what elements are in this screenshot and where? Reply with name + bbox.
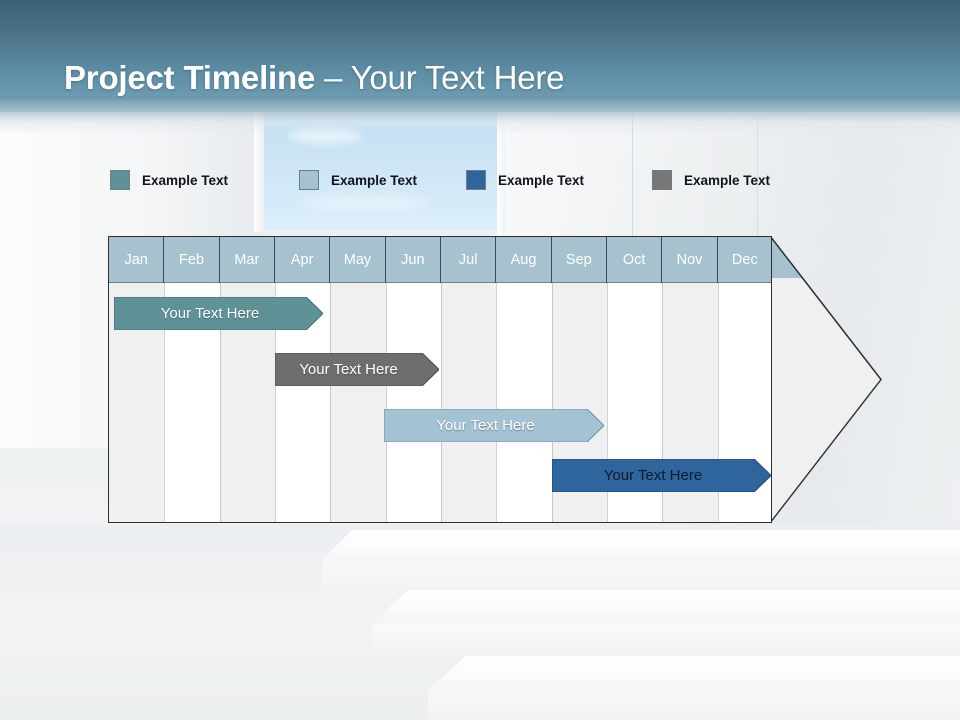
background-stair-riser (428, 690, 960, 720)
legend-item-label: Example Text (142, 172, 229, 188)
legend-item[interactable]: Example Text (466, 170, 584, 190)
month-header-cell-sep[interactable]: Sep (552, 237, 607, 283)
page-title: Project Timeline – Your Text Here (64, 58, 564, 98)
month-header-divider (109, 282, 771, 284)
legend-item[interactable]: Example Text (299, 170, 417, 190)
legend-color-swatch (652, 170, 672, 190)
legend-color-swatch (110, 170, 130, 190)
month-header-cell-dec[interactable]: Dec (718, 237, 771, 283)
task-bar-label: Your Text Here (436, 417, 535, 434)
month-column (219, 237, 275, 522)
column-separator (219, 237, 221, 522)
legend-item-label: Example Text (331, 172, 418, 188)
task-bar-label: Your Text Here (160, 305, 260, 322)
column-separator (164, 237, 166, 522)
background-stair-tread (322, 530, 960, 566)
month-header-cell-mar[interactable]: Mar (220, 237, 275, 283)
background-cloud (300, 196, 430, 209)
month-column (164, 237, 220, 522)
month-header-cell-feb[interactable]: Feb (164, 237, 220, 283)
column-separator (551, 237, 553, 522)
month-column (441, 237, 497, 522)
legend-item[interactable]: Example Text (110, 170, 228, 190)
background-window-frame-left (254, 108, 264, 232)
task-bar[interactable]: Your Text Here (274, 352, 440, 387)
task-bar[interactable]: Your Text Here (551, 458, 771, 493)
month-header-cell-jul[interactable]: Jul (441, 237, 497, 283)
timeline-arrow-head (770, 236, 882, 523)
column-separator (496, 237, 498, 522)
month-header-cell-jan[interactable]: Jan (109, 237, 165, 283)
page-title-light: Your Text Here (350, 59, 565, 96)
page-title-separator: – (315, 59, 351, 96)
legend-color-swatch (299, 170, 319, 190)
task-bar[interactable]: Your Text Here (113, 296, 324, 331)
task-bar-shape (383, 408, 605, 443)
task-bar-shape (113, 296, 324, 331)
title-banner-fade (0, 100, 960, 134)
month-header-cell-oct[interactable]: Oct (607, 237, 663, 283)
column-separator (717, 237, 719, 522)
column-separator (441, 237, 442, 522)
legend-item-label: Example Text (498, 172, 585, 188)
legend-item[interactable]: Example Text (652, 170, 770, 190)
month-column (109, 237, 165, 522)
legend-item-label: Example Text (684, 172, 771, 188)
month-header-cell-apr[interactable]: Apr (275, 237, 331, 283)
background-stair-tread (372, 590, 960, 628)
column-separator (607, 237, 608, 522)
legend-color-swatch (466, 170, 486, 190)
background-stair-riser (372, 624, 960, 662)
column-separator (662, 237, 664, 522)
page-title-bold: Project Timeline (64, 59, 316, 96)
month-column (496, 237, 552, 522)
title-banner (0, 0, 960, 112)
task-bar-shape (551, 458, 771, 493)
month-header-cell-aug[interactable]: Aug (496, 237, 552, 283)
task-bar-label: Your Text Here (299, 361, 398, 378)
month-header-cell-may[interactable]: May (330, 237, 386, 283)
background-stair-tread (428, 656, 960, 696)
task-bar-shape (274, 352, 440, 387)
month-header-cell-nov[interactable]: Nov (662, 237, 718, 283)
month-header-cell-jun[interactable]: Jun (386, 237, 441, 283)
task-bar-label: Your Text Here (603, 467, 703, 484)
task-bar[interactable]: Your Text Here (383, 408, 605, 443)
